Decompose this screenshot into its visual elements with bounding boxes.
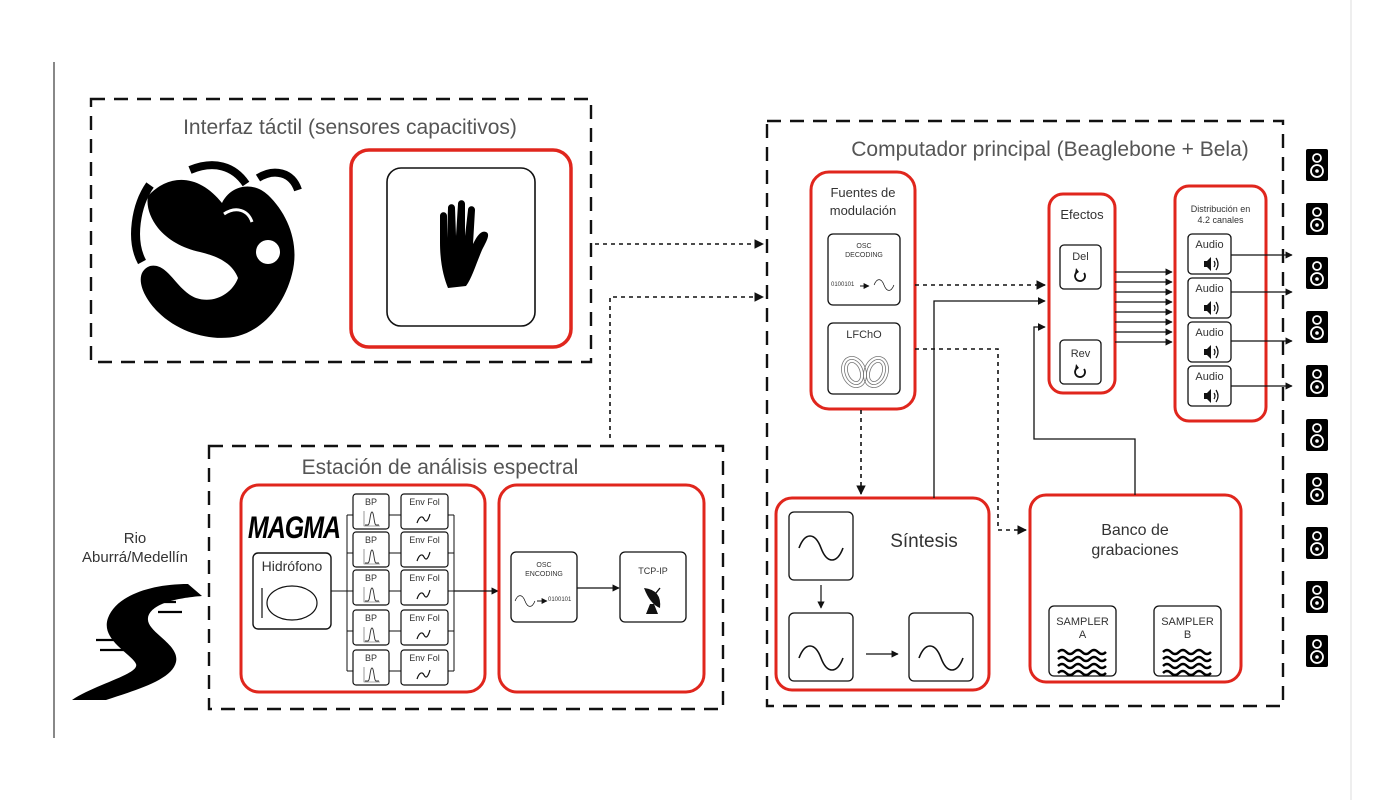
bp-label: BP <box>364 497 377 507</box>
analysis-title: Estación de análisis espectral <box>301 456 579 479</box>
bp-row-1 <box>347 493 454 530</box>
effects-label: Efectos <box>1060 207 1104 222</box>
env-label: Env Fol <box>409 535 440 545</box>
audio-channel-3[interactable] <box>1187 321 1232 363</box>
reverb-box[interactable] <box>1059 339 1102 385</box>
speaker-icon <box>1305 526 1329 560</box>
tactile-group-frame <box>89 97 593 364</box>
filter-bank <box>331 493 455 686</box>
sampler-a-label-2: A <box>1078 629 1087 641</box>
page-edge-bar <box>1350 0 1352 800</box>
bp-label: BP <box>364 653 377 663</box>
audio-label: Audio <box>1195 371 1224 383</box>
synthesis-panel <box>774 496 991 692</box>
river-label-2: Aburrá/Medellín <box>82 549 188 566</box>
speaker-icon <box>1305 202 1329 236</box>
tcp-ip-box[interactable] <box>619 551 687 623</box>
encoding-bits: 0100101 <box>548 597 572 603</box>
sampler-a-label-1: SAMPLER <box>1056 616 1109 628</box>
recordings-label-1: Banco de <box>1101 522 1169 539</box>
delay-box[interactable] <box>1059 244 1102 290</box>
osc-decoding-label-1: OSC <box>856 243 872 250</box>
speaker-icon <box>1305 472 1329 506</box>
sampler-b-label-2: B <box>1183 629 1192 641</box>
hydrophone-label: Hidrófono <box>261 558 323 574</box>
magma-logo: MAGMA <box>247 510 341 546</box>
osc-encoding-label-1: OSC <box>536 562 552 569</box>
lorenz-attractor-icon <box>841 356 889 388</box>
oscillator-2-box[interactable] <box>788 612 854 682</box>
synthesis-label: Síntesis <box>890 531 958 552</box>
hydrophone-symbol <box>261 585 318 621</box>
bp-label: BP <box>364 573 377 583</box>
env-label: Env Fol <box>409 653 440 663</box>
osc-encoding-label-2: ENCODING <box>525 571 563 578</box>
delay-label: Del <box>1072 251 1089 263</box>
speaker-icon <box>1305 310 1329 344</box>
osc-decoding-label-2: DECODING <box>845 252 883 259</box>
distribution-to-speaker-arrows <box>1231 251 1293 390</box>
recordings-to-effects-link <box>1033 323 1136 495</box>
osc-decoding-box[interactable] <box>827 233 901 306</box>
distribution-panel <box>1173 184 1268 423</box>
speaker-icon <box>1305 256 1329 290</box>
analysis-group-frame <box>207 444 725 711</box>
satellite-dish-icon <box>644 587 661 614</box>
env-label: Env Fol <box>409 613 440 623</box>
sampler-b-label-1: SAMPLER <box>1161 616 1214 628</box>
bp-row-4 <box>347 609 454 646</box>
river-icon <box>72 584 202 700</box>
speaker-icon <box>1305 364 1329 398</box>
speaker-icon <box>1305 418 1329 452</box>
env-label: Env Fol <box>409 573 440 583</box>
bp-label: BP <box>364 613 377 623</box>
river-label-1: Rio <box>123 530 147 547</box>
modulation-panel <box>809 170 917 411</box>
audio-channel-2[interactable] <box>1187 277 1232 319</box>
env-label: Env Fol <box>409 497 440 507</box>
tcp-ip-label: TCP-IP <box>638 566 668 576</box>
distribution-label-2: 4.2 canales <box>1197 215 1244 225</box>
sources-to-recordings-link <box>915 348 1027 535</box>
audio-channel-1[interactable] <box>1187 233 1232 275</box>
audio-label: Audio <box>1195 283 1224 295</box>
effects-panel <box>1047 192 1117 395</box>
speaker-icon <box>1305 634 1329 668</box>
bp-row-3 <box>347 569 454 606</box>
reverb-label: Rev <box>1070 348 1091 360</box>
main-title: Computador principal (Beaglebone + Bela) <box>851 138 1249 161</box>
synthesis-to-effects-link <box>933 297 1046 498</box>
sources-label-1: Fuentes de <box>830 185 896 200</box>
tactile-title: Interfaz táctil (sensores capacitivos) <box>183 116 517 139</box>
audio-label: Audio <box>1195 327 1224 339</box>
lfcho-label: LFChO <box>846 329 882 341</box>
analysis-to-main-link <box>609 292 764 438</box>
speaker-icon <box>1305 148 1329 182</box>
touch-panel-frame <box>349 148 573 349</box>
distribution-label-1: Distribución en <box>1190 204 1251 214</box>
effects-to-distribution-arrows <box>1115 268 1173 346</box>
sources-label-2: modulación <box>829 203 897 218</box>
audio-label: Audio <box>1195 239 1224 251</box>
decoding-bits: 0100101 <box>831 282 855 288</box>
osc-encoding-box[interactable] <box>510 551 578 623</box>
recordings-label-2: grabaciones <box>1091 542 1179 559</box>
bp-row-2 <box>347 531 454 568</box>
cochlea-icon <box>131 161 302 338</box>
encoding-panel <box>497 483 706 694</box>
bp-label: BP <box>364 535 377 545</box>
speaker-icon <box>1305 580 1329 614</box>
oscillator-3-box[interactable] <box>908 612 974 682</box>
hydrophone-panel <box>239 483 487 694</box>
hand-icon <box>440 200 489 288</box>
main-group-frame <box>765 119 1285 708</box>
bp-row-5 <box>347 649 454 686</box>
